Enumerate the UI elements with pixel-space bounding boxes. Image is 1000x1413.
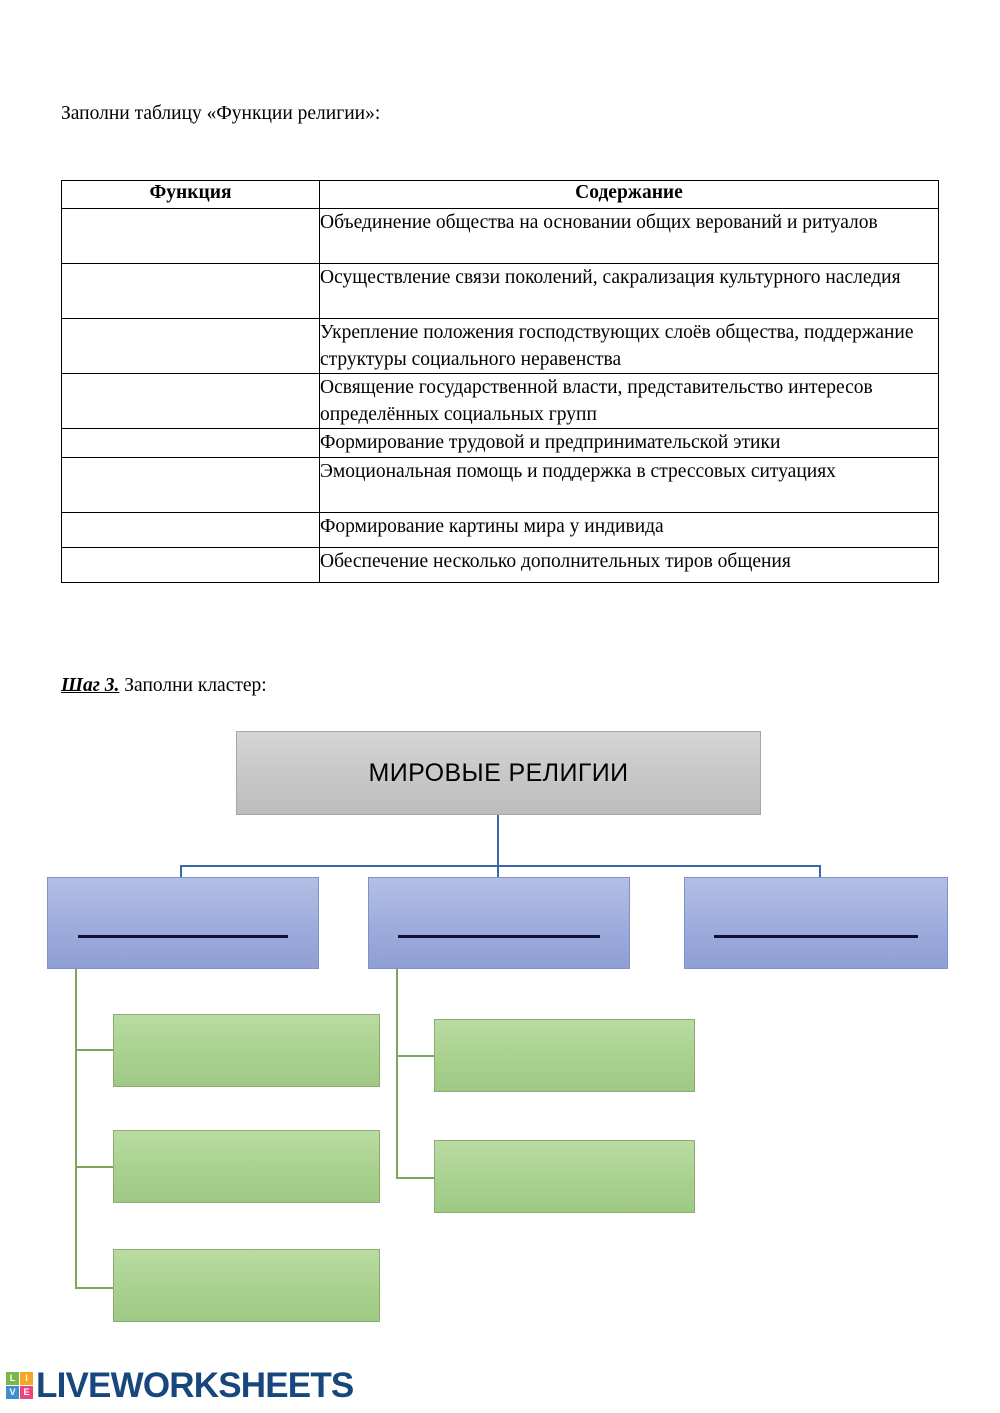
logo-tile-e: E (20, 1386, 33, 1399)
table-header-row: Функция Содержание (61, 180, 939, 209)
connector-drop-middle (497, 865, 499, 878)
content-cell: Осуществление связи поколений, сакрализа… (319, 263, 939, 319)
content-cell: Укрепление положения господствующих слоё… (319, 318, 939, 374)
logo-wordmark: LIVEWORKSHEETS (36, 1366, 354, 1405)
column-header-content: Содержание (319, 180, 939, 209)
connector-left-branch-1 (75, 1049, 115, 1051)
cluster-green-node-left-3[interactable] (113, 1249, 380, 1322)
connector-left-branch-3 (75, 1287, 115, 1289)
table-row: Формирование картины мира у индивида (61, 512, 939, 548)
function-answer-cell[interactable] (61, 457, 320, 513)
function-answer-cell[interactable] (61, 263, 320, 319)
column-header-function: Функция (61, 180, 320, 209)
logo-tile-v: V (6, 1386, 19, 1399)
cluster-root-node: МИРОВЫЕ РЕЛИГИИ (236, 731, 761, 815)
connector-middle-spine (396, 969, 398, 1179)
cluster-green-node-left-1[interactable] (113, 1014, 380, 1087)
function-answer-cell[interactable] (61, 547, 320, 583)
answer-blank-line (77, 934, 289, 938)
content-cell: Эмоциональная помощь и поддержка в стрес… (319, 457, 939, 513)
connector-root-bar (180, 865, 821, 867)
connector-middle-branch-1 (396, 1055, 436, 1057)
answer-blank-line (397, 934, 601, 938)
table-row: Формирование трудовой и предпринимательс… (61, 428, 939, 458)
table-row: Эмоциональная помощь и поддержка в стрес… (61, 457, 939, 513)
function-answer-cell[interactable] (61, 208, 320, 264)
liveworksheets-logo: L I V E LIVEWORKSHEETS (6, 1366, 354, 1405)
connector-left-branch-2 (75, 1166, 115, 1168)
cluster-blue-node-3[interactable] (684, 877, 948, 969)
logo-tiles-icon: L I V E (6, 1372, 33, 1399)
table-row: Освящение государственной власти, предст… (61, 373, 939, 429)
cluster-green-node-middle-1[interactable] (434, 1019, 695, 1092)
table-row: Осуществление связи поколений, сакрализа… (61, 263, 939, 319)
step-3-label: Шаг 3. (61, 675, 120, 696)
table-row: Укрепление положения господствующих слоё… (61, 318, 939, 374)
content-cell: Объединение общества на основании общих … (319, 208, 939, 264)
cluster-green-node-left-2[interactable] (113, 1130, 380, 1203)
step-3-text: Заполни кластер: (119, 675, 267, 696)
content-cell: Обеспечение несколько дополнительных тир… (319, 547, 939, 583)
answer-blank-line (713, 934, 919, 938)
cluster-root-label: МИРОВЫЕ РЕЛИГИИ (368, 758, 629, 787)
cluster-green-node-middle-2[interactable] (434, 1140, 695, 1213)
connector-drop-left (180, 865, 182, 878)
connector-middle-branch-2 (396, 1177, 436, 1179)
logo-tile-l: L (6, 1372, 19, 1385)
content-cell: Освящение государственной власти, предст… (319, 373, 939, 429)
function-answer-cell[interactable] (61, 512, 320, 548)
cluster-blue-node-1[interactable] (47, 877, 319, 969)
connector-left-spine (75, 969, 77, 1289)
function-answer-cell[interactable] (61, 318, 320, 374)
functions-table: Функция Содержание Объединение общества … (61, 180, 939, 583)
table-row: Объединение общества на основании общих … (61, 208, 939, 264)
logo-tile-i: I (20, 1372, 33, 1385)
step-3-instruction: Шаг 3. Заполни кластер: (61, 673, 267, 699)
connector-root-stem (497, 815, 499, 867)
content-cell: Формирование картины мира у индивида (319, 512, 939, 548)
worksheet-intro-text: Заполни таблицу «Функции религии»: (61, 103, 381, 124)
function-answer-cell[interactable] (61, 373, 320, 429)
cluster-blue-node-2[interactable] (368, 877, 630, 969)
table-row: Обеспечение несколько дополнительных тир… (61, 547, 939, 583)
content-cell: Формирование трудовой и предпринимательс… (319, 428, 939, 458)
function-answer-cell[interactable] (61, 428, 320, 458)
connector-drop-right (819, 865, 821, 878)
